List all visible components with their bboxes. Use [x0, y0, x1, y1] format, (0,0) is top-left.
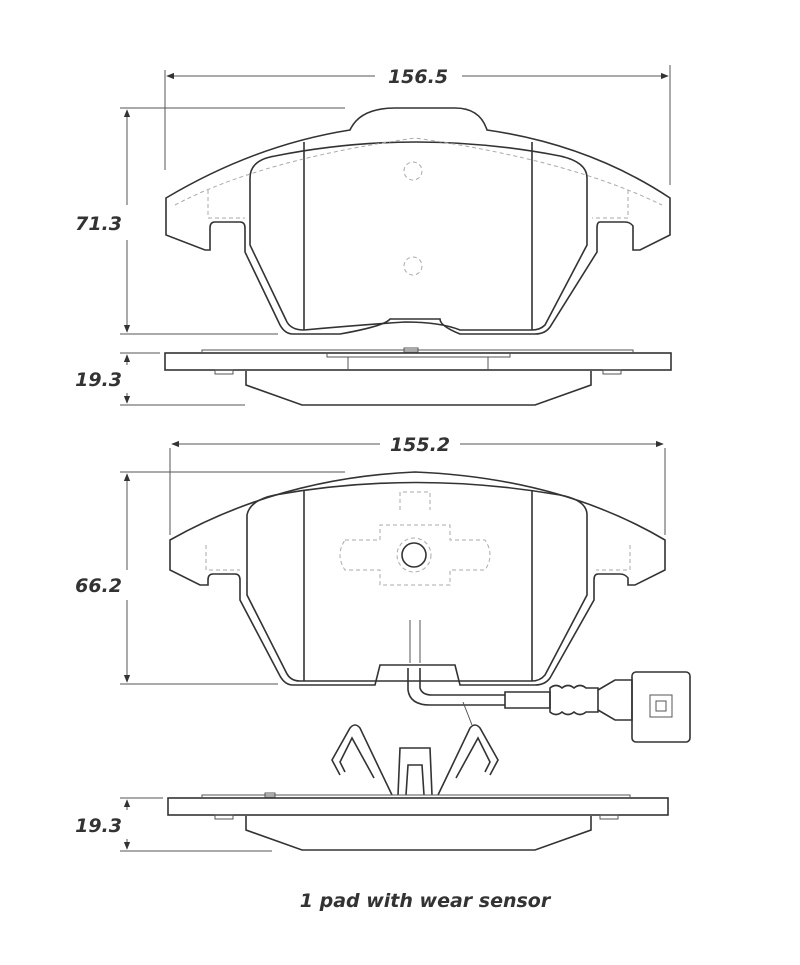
pad-2-height-label: 66.2 [75, 575, 122, 597]
pad-2-dimensions: 155.2 66.2 19.3 [75, 434, 666, 852]
pad-1-thickness-label: 19.3 [75, 369, 122, 391]
hole-outline [403, 161, 423, 181]
pad-1-height-label: 71.3 [75, 213, 122, 235]
pad-1-front-view [165, 107, 671, 335]
wear-sensor [407, 620, 691, 743]
caption: 1 pad with wear sensor [299, 890, 551, 912]
pad-2-side-view [167, 792, 669, 851]
pad-2-thickness-label: 19.3 [75, 815, 122, 837]
sensor-mount-hole [401, 542, 427, 568]
pad-1-dimensions: 156.5 71.3 19.3 [75, 65, 671, 406]
pad-1-width-label: 156.5 [388, 66, 448, 88]
pad-1-side-view [164, 347, 672, 406]
hole-outline [403, 256, 423, 276]
retaining-clip [331, 724, 499, 796]
pad-2-width-label: 155.2 [390, 434, 450, 456]
sensor-connector [631, 671, 691, 743]
pad-2-front-view [169, 471, 666, 686]
